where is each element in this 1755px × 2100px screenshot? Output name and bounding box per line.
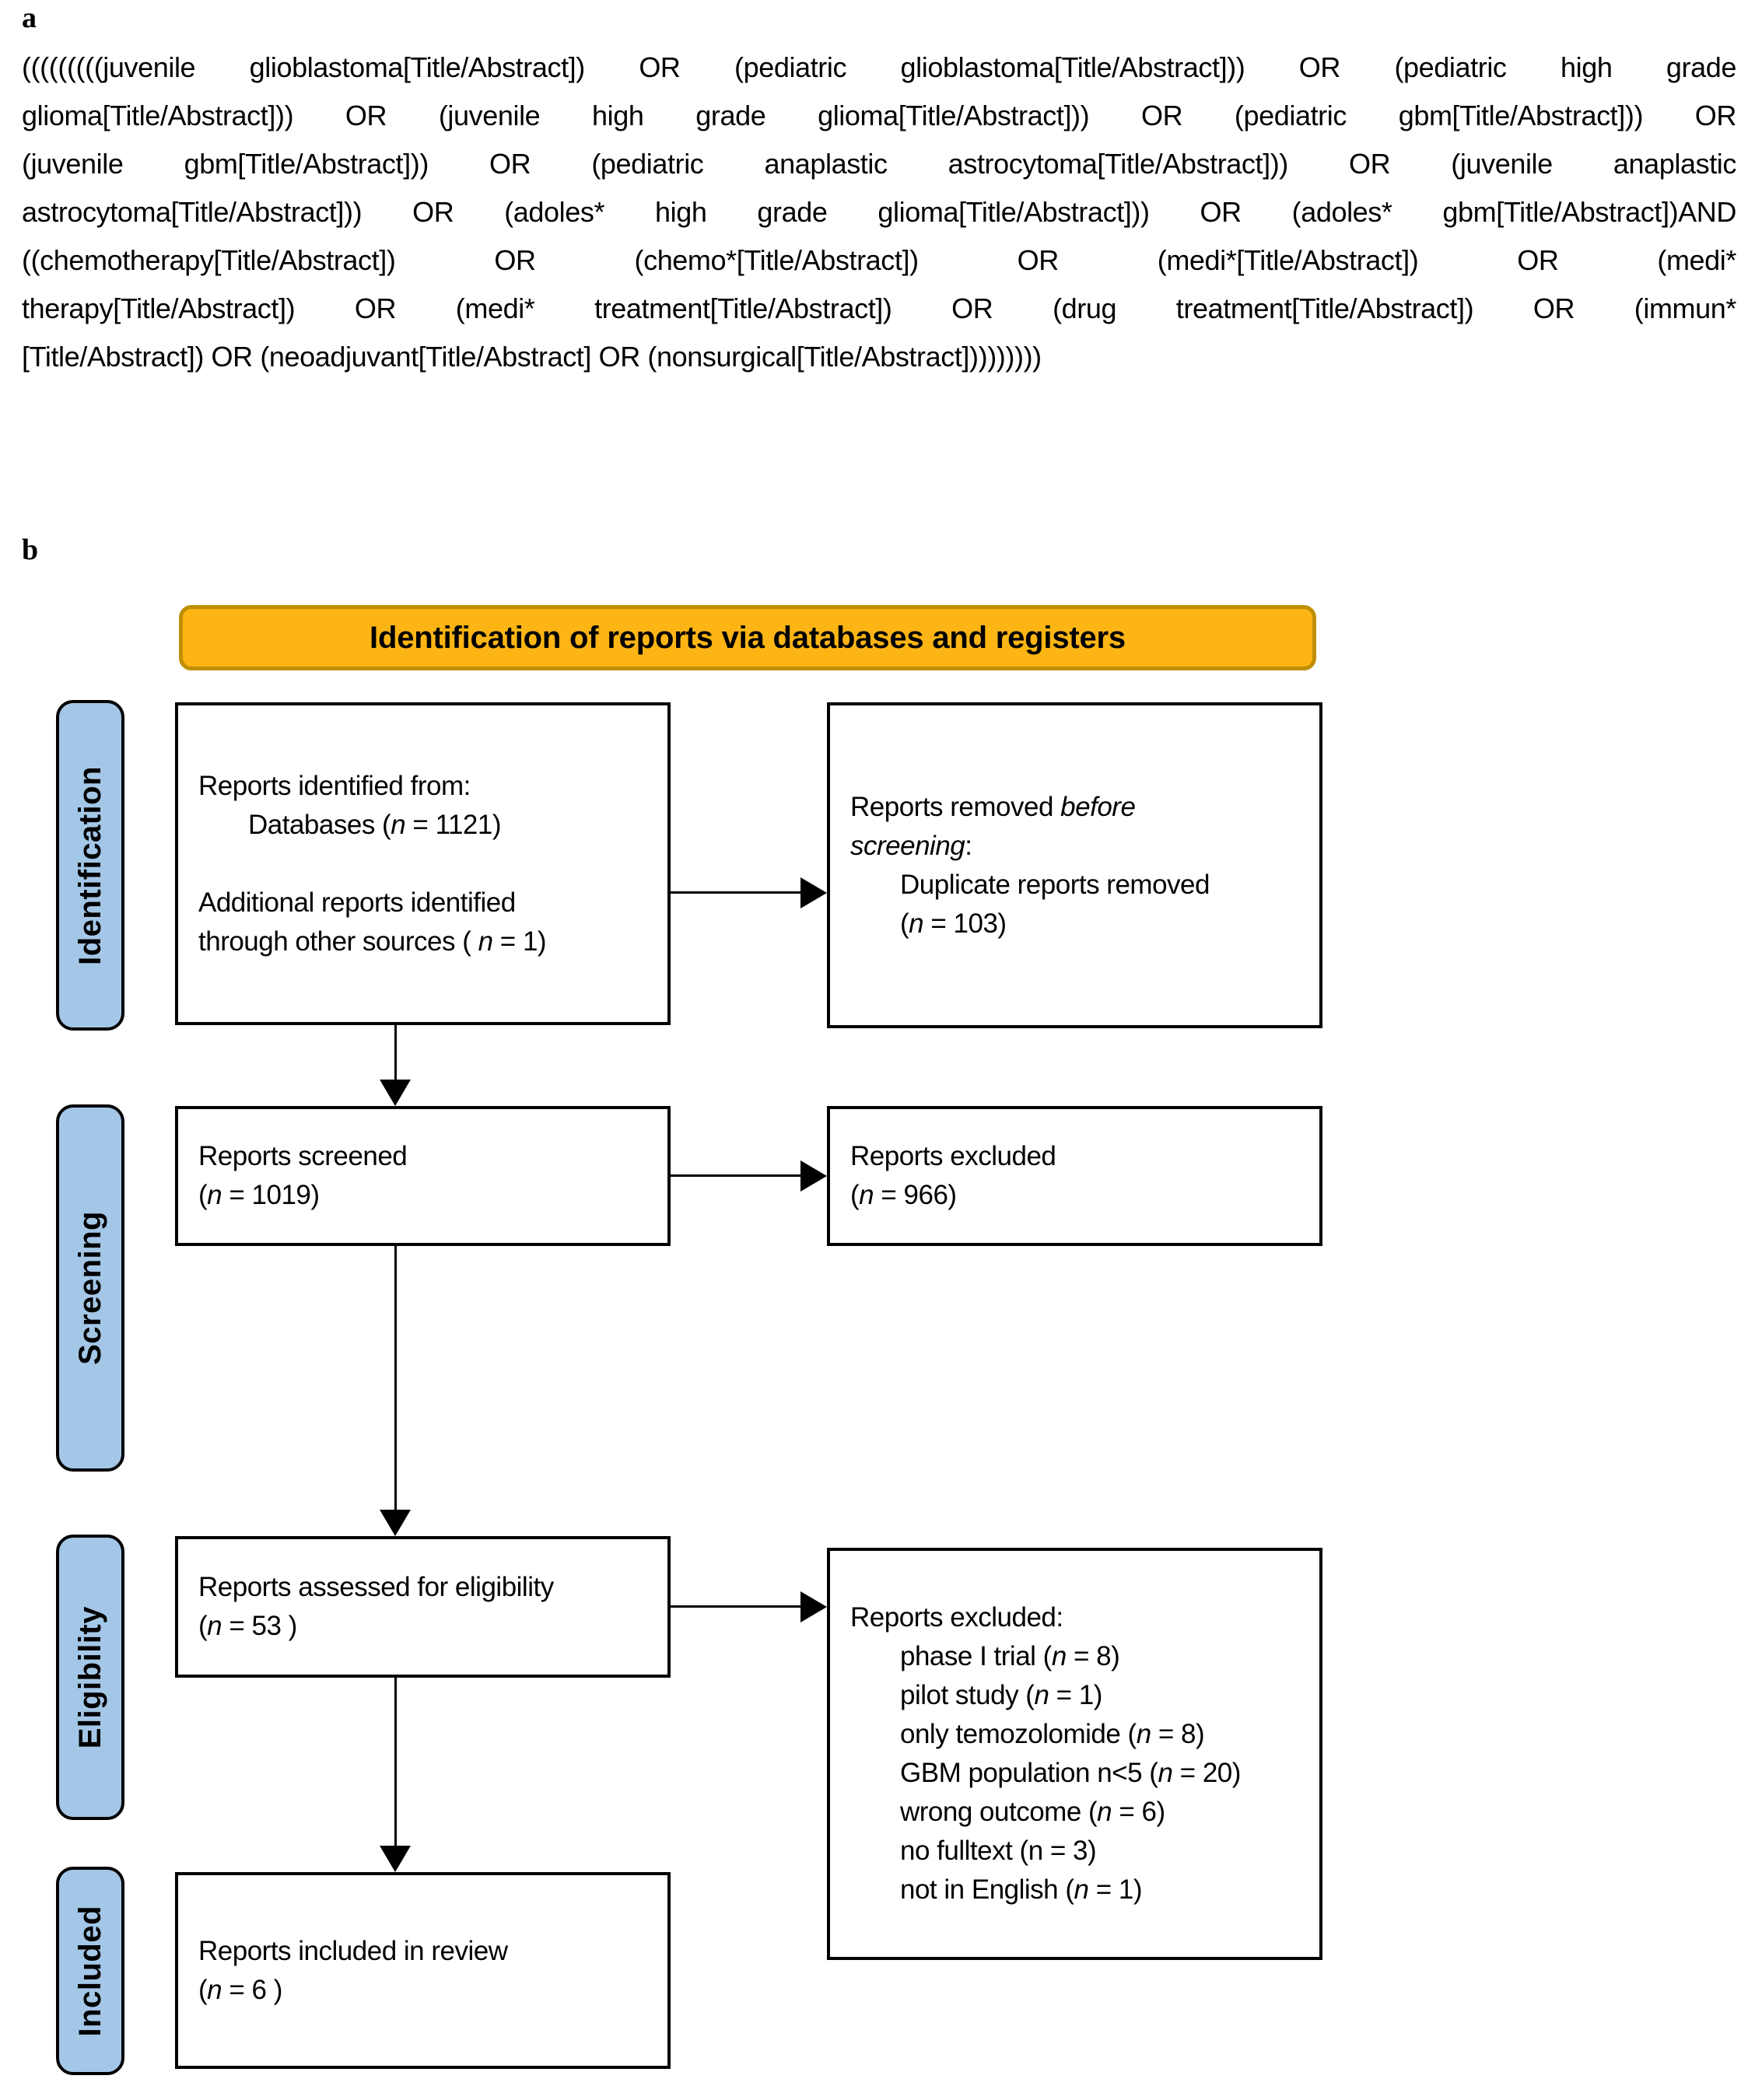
panel-b-label: b — [22, 534, 39, 566]
arrow-assessed-to-excluded-line — [671, 1605, 803, 1608]
arrow-assessed-to-included-head — [380, 1846, 411, 1872]
search-query-text: (((((((((juvenile glioblastoma[Title/Abs… — [22, 44, 1736, 381]
arrow-identified-to-removed-line — [671, 891, 803, 894]
box-reports-screened: Reports screened (n = 1019) — [175, 1106, 671, 1246]
panel-a-label: a — [22, 2, 37, 34]
box-text-line: (n = 103) — [900, 908, 1007, 939]
box-text-line: screening: — [850, 830, 972, 861]
box-text-line: Duplicate reports removed — [900, 869, 1210, 900]
box-text-line: not in English (n = 1) — [900, 1874, 1143, 1905]
box-text-line: (n = 53 ) — [198, 1611, 297, 1641]
query-line: (juvenile gbm[Title/Abstract])) OR (pedi… — [22, 148, 1736, 180]
arrow-screened-to-excluded-head — [800, 1160, 827, 1192]
banner-title: Identification of reports via databases … — [370, 620, 1126, 655]
query-line: (((((((((juvenile glioblastoma[Title/Abs… — [22, 51, 1736, 83]
arrow-screened-to-excluded-line — [671, 1174, 803, 1177]
stage-label-screening-text: Screening — [72, 1211, 107, 1365]
box-text-line: wrong outcome (n = 6) — [900, 1797, 1165, 1827]
query-line: ((chemotherapy[Title/Abstract]) OR (chem… — [22, 244, 1736, 276]
box-text-line: Reports excluded — [850, 1141, 1056, 1171]
query-line: [Title/Abstract]) OR (neoadjuvant[Title/… — [22, 341, 1042, 373]
banner-identification-of-reports: Identification of reports via databases … — [179, 605, 1316, 670]
box-text-line: Reports included in review — [198, 1935, 508, 1966]
box-text-line: phase I trial (n = 8) — [900, 1641, 1120, 1671]
arrow-identified-to-screened-head — [380, 1080, 411, 1106]
box-text-line: Reports identified from: — [198, 770, 471, 801]
box-reports-assessed: Reports assessed for eligibility (n = 53 … — [175, 1536, 671, 1678]
stage-label-included: Included — [56, 1867, 124, 2075]
box-text-line — [198, 845, 661, 884]
stage-label-screening: Screening — [56, 1104, 124, 1472]
box-reports-identified: Reports identified from: Databases (n = 1… — [175, 702, 671, 1025]
box-text-line: through other sources ( n = 1) — [198, 926, 547, 957]
arrow-screened-to-assessed-head — [380, 1510, 411, 1536]
stage-label-eligibility: Eligibility — [56, 1535, 124, 1820]
stage-label-identification: Identification — [56, 700, 124, 1031]
box-reports-excluded-eligibility: Reports excluded: phase I trial (n = 8) pi… — [827, 1548, 1322, 1960]
box-text-line: no fulltext (n = 3) — [900, 1836, 1097, 1866]
box-text-line: Reports screened — [198, 1141, 408, 1171]
arrow-assessed-to-excluded-head — [800, 1591, 827, 1622]
arrow-assessed-to-included-line — [394, 1678, 397, 1849]
box-reports-removed-before-screening: Reports removed before screening: Duplicat… — [827, 702, 1322, 1028]
stage-label-eligibility-text: Eligibility — [72, 1605, 107, 1749]
box-text-line: only temozolomide (n = 8) — [900, 1719, 1205, 1749]
query-line: therapy[Title/Abstract]) OR (medi* treat… — [22, 292, 1736, 324]
box-reports-included: Reports included in review (n = 6 ) — [175, 1872, 671, 2069]
stage-label-included-text: Included — [72, 1905, 107, 2037]
box-text-line: (n = 6 ) — [198, 1974, 282, 2005]
box-text-line: Reports assessed for eligibility — [198, 1572, 554, 1602]
arrow-screened-to-assessed-line — [394, 1246, 397, 1513]
stage-label-identification-text: Identification — [72, 765, 107, 965]
arrow-identified-to-removed-head — [800, 877, 827, 908]
box-text-line: (n = 966) — [850, 1180, 957, 1210]
box-text-line: Databases (n = 1121) — [248, 809, 501, 840]
box-text-line: Reports removed before — [850, 791, 1136, 822]
box-text-line: Additional reports identified — [198, 887, 516, 918]
arrow-identified-to-screened-line — [394, 1025, 397, 1083]
box-text-line: (n = 1019) — [198, 1180, 320, 1210]
box-text-line: pilot study (n = 1) — [900, 1680, 1102, 1710]
query-line: glioma[Title/Abstract])) OR (juvenile hi… — [22, 100, 1736, 131]
box-text-line: GBM population n<5 (n = 20) — [900, 1758, 1241, 1788]
query-line: astrocytoma[Title/Abstract])) OR (adoles… — [22, 196, 1736, 228]
box-reports-excluded-screening: Reports excluded (n = 966) — [827, 1106, 1322, 1246]
box-text-line: Reports excluded: — [850, 1602, 1063, 1633]
